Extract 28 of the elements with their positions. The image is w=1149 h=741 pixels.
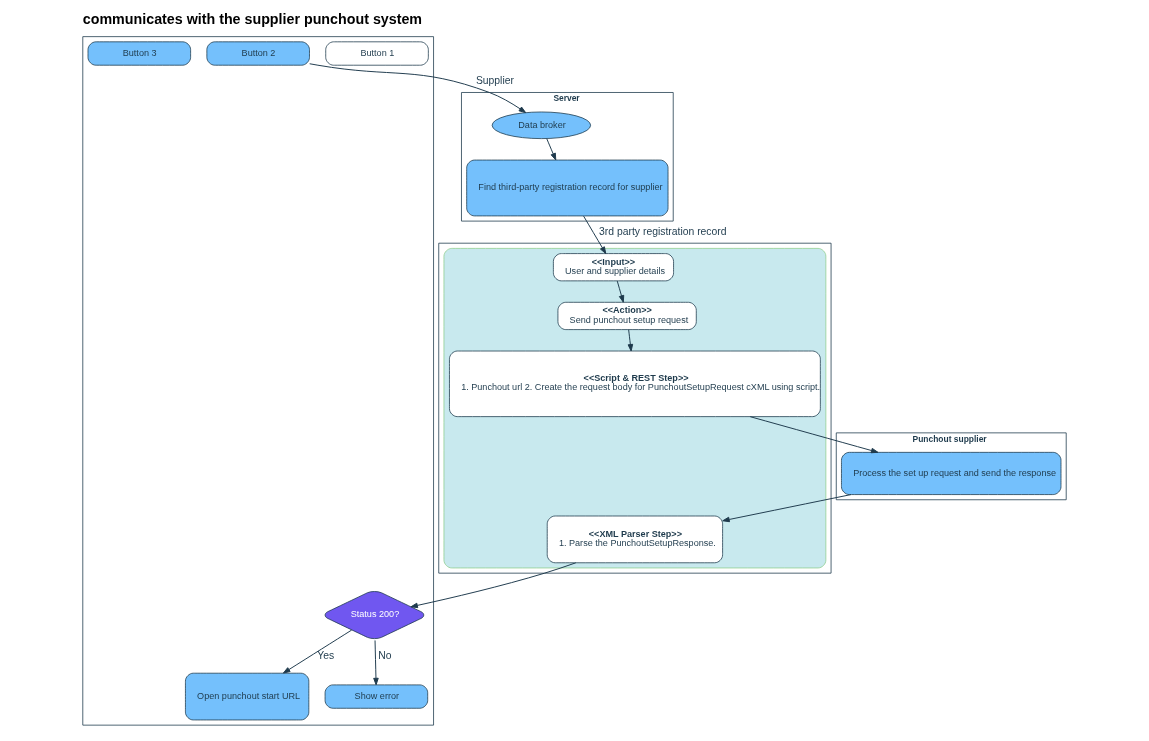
node-box: <<XML Parser Step>> 1. Parse the PunchoutSetupResponse. (546, 515, 723, 564)
arrow (546, 138, 557, 161)
arrow (282, 629, 353, 674)
node-box: <<Script & REST Step>> 1. Punchout url 2. Create the request body for PunchoutSetupRequest cXML using script. (449, 350, 821, 417)
node-ellipse: Data broker (491, 111, 591, 139)
arrow (722, 494, 852, 523)
arrow (410, 562, 577, 609)
node-box: Button 2 (206, 41, 310, 66)
node-box: <<Input>> User and supplier details (553, 253, 674, 282)
node-box: Show error (324, 684, 429, 709)
diagram-title: communicates with the supplier punchout system (82, 11, 423, 28)
node-box: Button 1 (325, 41, 429, 66)
edge-label: 3rd party registration record (599, 225, 727, 237)
node-box: Process the set up request and send the response (841, 451, 1062, 495)
edge-label: Supplier (475, 74, 514, 86)
node-box: Find third-party registration record for supplier (466, 159, 669, 217)
arrow (309, 63, 527, 114)
edge-label: Yes (317, 650, 335, 662)
node-box: <<Action>> Send punchout setup request (557, 301, 697, 330)
edge-label: No (378, 650, 392, 662)
cluster (82, 36, 434, 726)
arrow (373, 639, 379, 686)
arrow (616, 280, 625, 303)
arrow (627, 329, 634, 352)
node-box: Open punchout start URL (185, 672, 310, 721)
node-box: Button 3 (87, 41, 191, 66)
arrow (749, 416, 879, 454)
arrow (583, 215, 607, 254)
